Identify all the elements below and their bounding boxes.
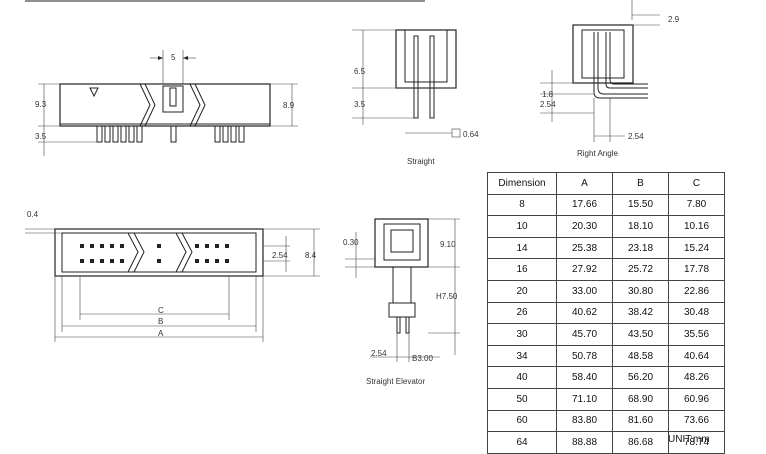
table-cell: 27.92: [556, 258, 613, 281]
top-pitch-dim: 2.54: [272, 251, 288, 260]
side-width-dim: 5: [171, 53, 176, 62]
table-cell: 30: [487, 323, 557, 346]
top-wall-dim: 0.4: [27, 210, 39, 219]
ra-top-dim: 2.9: [668, 15, 680, 24]
elevator-label: Straight Elevator: [366, 377, 425, 386]
right-angle-view: 2.9 1.8 2.54 2.54 Right Angle: [540, 14, 680, 158]
elevator-b-dim: B3.00: [412, 354, 433, 363]
side-view: 5 9.3 3.5 8.9: [35, 50, 298, 156]
table-cell: 60.96: [668, 387, 725, 411]
table-cell: 30.48: [668, 301, 725, 325]
table-cell: 10.16: [668, 215, 725, 238]
table-cell: 15.50: [612, 193, 669, 217]
table-cell: 23.18: [612, 236, 669, 260]
straight-view: 6.5 3.5 0.64 Straight: [352, 29, 479, 166]
table-header-row: Dimension A B C: [487, 172, 725, 195]
table-cell: 7.80: [668, 193, 725, 217]
table-cell: 10: [487, 215, 557, 238]
table-cell: 35.56: [668, 323, 725, 346]
table-cell: 64: [487, 431, 557, 454]
elevator-wall-dim: 0.30: [343, 238, 359, 247]
elevator-pitch-dim: 2.54: [371, 349, 387, 358]
side-height-dim: 9.3: [35, 100, 47, 109]
table-header: C: [668, 172, 725, 195]
table-cell: 33.00: [556, 279, 613, 303]
table-cell: 71.10: [556, 387, 613, 411]
elevator-view: 0.30 9.10 H7.50 2.54 B3.00 Straight Elev…: [343, 218, 460, 386]
table-cell: 17.78: [668, 258, 725, 281]
table-cell: 81.60: [612, 409, 669, 433]
side-body-dim: 8.9: [283, 101, 295, 110]
table-cell: 30.80: [612, 279, 669, 303]
top-b-dim: B: [158, 317, 163, 326]
table-cell: 58.40: [556, 366, 613, 389]
table-cell: 68.90: [612, 387, 669, 411]
table-cell: 15.24: [668, 236, 725, 260]
table-cell: 14: [487, 236, 557, 260]
table-cell: 26: [487, 301, 557, 325]
ra-pitchh-dim: 2.54: [628, 132, 644, 141]
table-cell: 40.62: [556, 301, 613, 325]
ra-pitchv-dim: 2.54: [540, 100, 556, 109]
straight-label: Straight: [407, 157, 435, 166]
table-cell: 48.58: [612, 344, 669, 368]
table-cell: 25.72: [612, 258, 669, 281]
table-cell: 88.88: [556, 431, 613, 454]
table-cell: 73.66: [668, 409, 725, 433]
top-view: 0.4 2.54 8.4 C B A: [25, 210, 320, 342]
straight-pin-dim: 0.64: [463, 130, 479, 139]
table-cell: 40: [487, 366, 557, 389]
straight-top-dim: 6.5: [354, 67, 366, 76]
top-a-dim: A: [158, 329, 164, 338]
table-cell: 16: [487, 258, 557, 281]
straight-bottom-dim: 3.5: [354, 100, 366, 109]
table-header: B: [612, 172, 669, 195]
elevator-top-dim: 9.10: [440, 240, 456, 249]
table-header: A: [556, 172, 613, 195]
table-header: Dimension: [487, 172, 557, 195]
table-cell: 50.78: [556, 344, 613, 368]
table-cell: 40.64: [668, 344, 725, 368]
table-cell: 43.50: [612, 323, 669, 346]
unit-label: UNIT:mm: [668, 434, 710, 445]
table-cell: 17.66: [556, 193, 613, 217]
table-cell: 34: [487, 344, 557, 368]
table-cell: 50: [487, 387, 557, 411]
table-cell: 56.20: [612, 366, 669, 389]
table-cell: 48.26: [668, 366, 725, 389]
table-cell: 86.68: [612, 431, 669, 454]
table-cell: 20.30: [556, 215, 613, 238]
top-width-dim: 8.4: [305, 251, 317, 260]
table-cell: 8: [487, 193, 557, 217]
top-c-dim: C: [158, 306, 164, 315]
table-cell: 20: [487, 279, 557, 303]
table-cell: 38.42: [612, 301, 669, 325]
table-cell: 60: [487, 409, 557, 433]
elevator-h-dim: H7.50: [436, 292, 458, 301]
table-cell: 18.10: [612, 215, 669, 238]
side-pin-dim: 3.5: [35, 132, 47, 141]
ra-offset-dim: 1.8: [542, 90, 554, 99]
table-cell: 25.38: [556, 236, 613, 260]
right-angle-label: Right Angle: [577, 149, 618, 158]
table-cell: 83.80: [556, 409, 613, 433]
table-cell: 22.86: [668, 279, 725, 303]
table-cell: 45.70: [556, 323, 613, 346]
